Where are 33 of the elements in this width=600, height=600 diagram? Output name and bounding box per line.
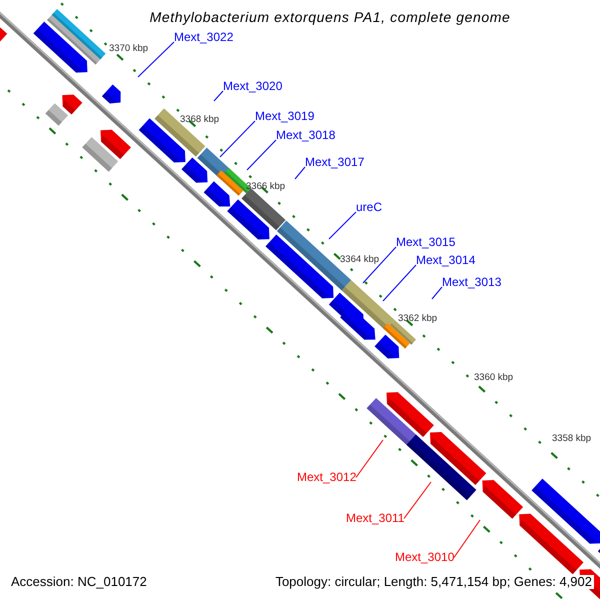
leader-line (328, 212, 356, 240)
leader-line (246, 140, 276, 170)
leader-line (294, 166, 306, 180)
gene-label: Mext_3017 (305, 156, 364, 170)
gene-label: Mext_3012 (297, 471, 356, 484)
scale-label: 3358 kbp (552, 434, 592, 444)
leader-line (220, 120, 256, 158)
gene-label: Mext_3011 (346, 512, 404, 526)
leader-line (138, 42, 174, 78)
gene-label: Mext_3022 (174, 31, 234, 44)
scale-label: 3370 kbp (109, 44, 148, 54)
gene-label: Mext_3018 (276, 129, 336, 142)
gene-label: Mext_3015 (396, 236, 456, 250)
gene-label: Mext_3014 (416, 254, 476, 268)
scale-label: 3360 kbp (474, 373, 514, 384)
gene-label: Mext_3010 (395, 551, 454, 564)
leader-line (356, 440, 384, 478)
gene-label: Mext_3020 (223, 80, 282, 94)
leader-line (214, 90, 224, 102)
gene-label: Mext_3013 (442, 276, 502, 290)
scale-label: 3362 kbp (398, 314, 438, 324)
accession-label: Accession: NC_010172 (9, 575, 149, 590)
leader-line (454, 520, 480, 558)
leader-line (362, 246, 396, 284)
leader-line (382, 264, 416, 302)
leader-line (404, 482, 432, 519)
genome-stats-label: Topology: circular; Length: 5,471,154 bp; Genes: 4,902 (273, 575, 594, 590)
gene-label: ureC (356, 201, 382, 214)
leader-line (432, 286, 442, 300)
map-title: Methylobacterium extorquens PA1, complete genome (148, 10, 512, 26)
scale-label: 3364 kbp (340, 255, 380, 266)
scale-label: 3368 kbp (180, 115, 220, 126)
gene-label: Mext_3019 (255, 110, 314, 124)
